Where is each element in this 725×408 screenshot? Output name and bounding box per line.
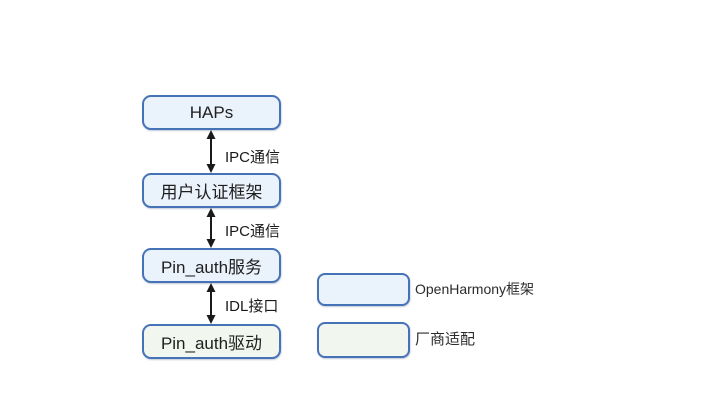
node-pin-auth-driver-label: Pin_auth驱动 xyxy=(160,334,263,353)
connector-service-driver xyxy=(204,283,218,324)
node-pin-auth-service-label: Pin_auth服务 xyxy=(160,258,263,277)
legend-label-openharmony: OpenHarmony框架 xyxy=(415,281,535,297)
connector-label-ipc-2: IPC通信 xyxy=(225,223,281,240)
double-arrow-icon xyxy=(206,130,216,173)
node-haps: HAPs xyxy=(142,95,281,130)
legend-swatch-vendor xyxy=(317,322,410,358)
connector-label-ipc-1: IPC通信 xyxy=(225,149,281,166)
node-pin-auth-driver: Pin_auth驱动 xyxy=(142,324,281,359)
double-arrow-icon xyxy=(206,283,216,324)
legend-swatch-openharmony xyxy=(317,273,410,306)
node-haps-label: HAPs xyxy=(189,102,234,122)
connector-framework-service xyxy=(204,208,218,248)
legend-label-vendor: 厂商适配 xyxy=(415,331,476,348)
node-user-auth-framework: 用户认证框架 xyxy=(142,173,281,208)
double-arrow-icon xyxy=(206,208,216,248)
connector-haps-framework xyxy=(204,130,218,173)
connector-label-idl: IDL接口 xyxy=(225,298,279,315)
node-user-auth-framework-label: 用户认证框架 xyxy=(160,183,263,202)
node-pin-auth-service: Pin_auth服务 xyxy=(142,248,281,283)
